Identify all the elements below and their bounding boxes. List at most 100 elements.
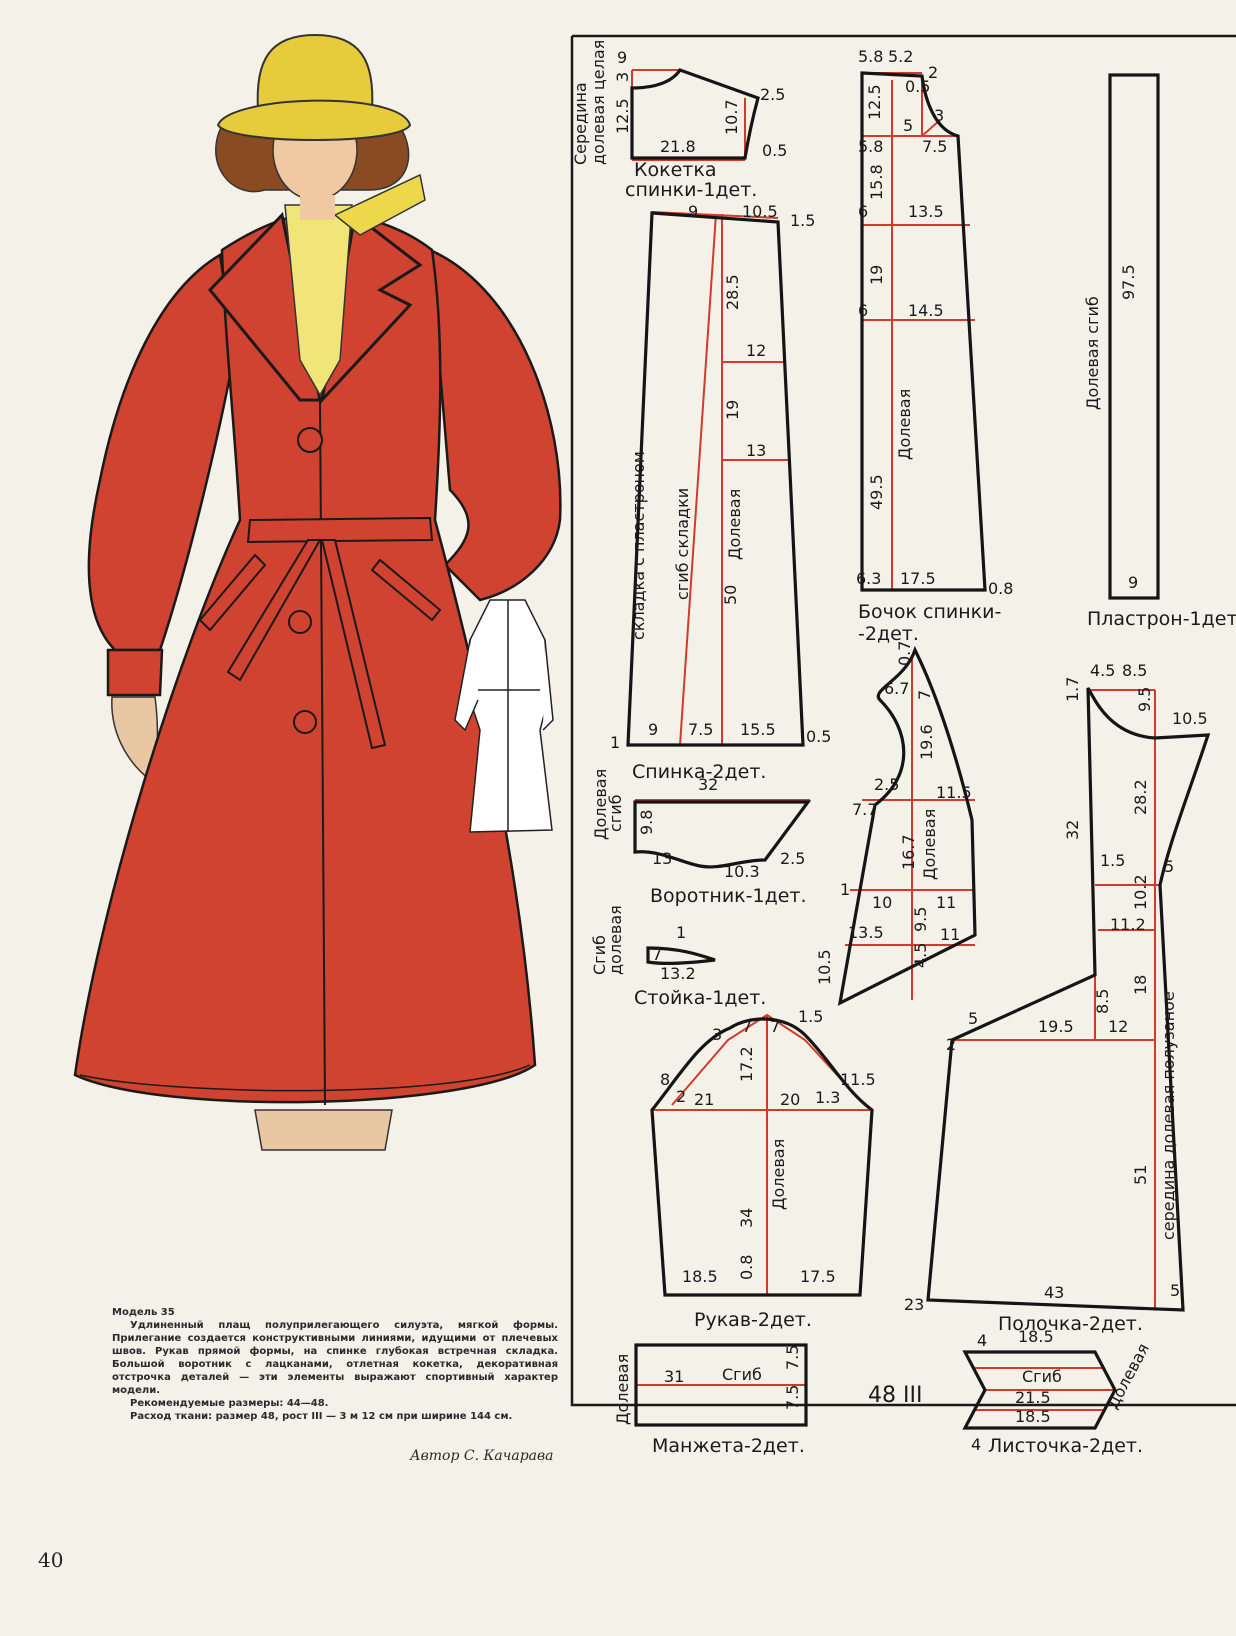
dimension-label: 13 bbox=[652, 849, 672, 868]
piece-title: спинки-1дет. bbox=[625, 179, 757, 201]
grain-annotation: Сгиб bbox=[590, 935, 609, 975]
dimension-label: 11.5 bbox=[840, 1070, 876, 1089]
dimension-label: 5 bbox=[903, 116, 913, 135]
dimension-label: 5.8 bbox=[858, 47, 883, 66]
dimension-label: 12.5 bbox=[613, 98, 632, 134]
piece-title: Бочок спинки- bbox=[858, 601, 1001, 623]
dimension-label: 4.5 bbox=[911, 943, 930, 968]
size-mark: 48 III bbox=[868, 1383, 922, 1408]
grain-annotation: сгиб bbox=[606, 795, 625, 832]
dimension-label: 19 bbox=[723, 400, 742, 420]
dimension-label: 28.2 bbox=[1131, 779, 1150, 815]
pattern-piece-front bbox=[926, 687, 1211, 1312]
dimension-label: 32 bbox=[1063, 820, 1082, 840]
dimension-label: 11.5 bbox=[936, 783, 972, 802]
dimension-label: 3 bbox=[712, 1025, 722, 1044]
dimension-label: 7 bbox=[652, 945, 662, 964]
model-description-block: Модель 35 Удлиненный плащ полуприлегающе… bbox=[112, 1306, 558, 1423]
grain-annotation: долевая bbox=[606, 905, 625, 975]
pattern-piece-cuff bbox=[634, 1343, 808, 1427]
dimension-label: 5.2 bbox=[888, 47, 913, 66]
dimension-label: 18.5 bbox=[1015, 1407, 1051, 1426]
button-icon bbox=[297, 427, 323, 453]
dimension-label: 6 bbox=[858, 301, 868, 320]
grain-annotation: Долевая bbox=[895, 389, 914, 460]
pattern-frame bbox=[570, 34, 1236, 1407]
dimension-label: 6 bbox=[858, 202, 868, 221]
dimension-label: 5.8 bbox=[858, 137, 883, 156]
dimension-label: 2 bbox=[928, 63, 938, 82]
dimension-label: 21.8 bbox=[660, 137, 696, 156]
dimension-label: 5 bbox=[1170, 1281, 1180, 1300]
dimension-label: 49.5 bbox=[867, 474, 886, 510]
dimension-label: 32 bbox=[698, 775, 718, 794]
dimension-label: 9.5 bbox=[911, 907, 930, 932]
author-credit: Автор С. Качарава bbox=[410, 1448, 554, 1464]
grain-annotation: Долевая bbox=[725, 489, 744, 560]
dimension-label: 13.2 bbox=[660, 964, 696, 983]
dimension-label: 17.2 bbox=[737, 1046, 756, 1082]
dimension-label: 7.5 bbox=[922, 137, 947, 156]
dimension-label: 12 bbox=[1108, 1017, 1128, 1036]
dimension-label: 1.5 bbox=[798, 1007, 823, 1026]
dimension-label: 9.8 bbox=[637, 810, 656, 835]
page-number: 40 bbox=[38, 1548, 64, 1572]
dimension-label: 9 bbox=[617, 48, 627, 67]
dimension-label: 0.8 bbox=[737, 1255, 756, 1280]
dimension-label: 3 bbox=[613, 72, 632, 82]
dimension-label: 5 bbox=[968, 1009, 978, 1028]
dimension-label: 7 bbox=[770, 1017, 780, 1036]
dimension-label: 43 bbox=[1044, 1283, 1064, 1302]
dimension-label: 9 bbox=[648, 720, 658, 739]
dimension-label: 8.5 bbox=[1093, 989, 1112, 1014]
button-icon bbox=[293, 710, 317, 734]
grain-annotation: Сгиб bbox=[722, 1365, 762, 1384]
dimension-label: 3 bbox=[934, 106, 944, 125]
dimension-label: 16.7 bbox=[899, 834, 918, 870]
dimension-label: 20 bbox=[780, 1090, 800, 1109]
dimension-label: 19 bbox=[867, 265, 886, 285]
dimension-label: 10 bbox=[872, 893, 892, 912]
dimension-label: 2.5 bbox=[874, 775, 899, 794]
grain-annotation: Долевая bbox=[591, 769, 610, 840]
grain-annotation: Долевая bbox=[920, 809, 939, 880]
dimension-label: 12.5 bbox=[865, 84, 884, 120]
dimension-label: 14.5 bbox=[908, 301, 944, 320]
dimension-label: 1.3 bbox=[815, 1088, 840, 1107]
coat-illustration bbox=[73, 33, 562, 1151]
dimension-label: 28.5 bbox=[723, 274, 742, 310]
pattern-piece-welt bbox=[962, 1350, 1117, 1430]
dimension-label: 4.5 bbox=[1090, 661, 1115, 680]
back-view-sketch bbox=[454, 599, 554, 833]
dimension-label: 0.7 bbox=[895, 641, 914, 666]
piece-title: Воротник-1дет. bbox=[650, 885, 807, 907]
dimension-label: 1 bbox=[676, 923, 686, 942]
dimension-label: 10.5 bbox=[1172, 709, 1208, 728]
dimension-label: 2 bbox=[676, 1087, 686, 1106]
dimension-label: 5 bbox=[1164, 857, 1174, 876]
grain-annotation: сгиб складки bbox=[673, 488, 692, 600]
pattern-piece-sleeve bbox=[650, 1013, 874, 1297]
dimension-label: 13 bbox=[746, 441, 766, 460]
dimension-label: 2.5 bbox=[760, 85, 785, 104]
dimension-label: 7.5 bbox=[783, 1345, 802, 1370]
grain-annotation: Середина bbox=[571, 82, 590, 165]
dimension-label: 13.5 bbox=[848, 923, 884, 942]
piece-title: -2дет. bbox=[858, 623, 919, 645]
dimension-label: 7 bbox=[742, 1017, 752, 1036]
dimension-label: 19.6 bbox=[917, 724, 936, 760]
dimension-label: 18 bbox=[1131, 975, 1150, 995]
dimension-label: 0.5 bbox=[806, 727, 831, 746]
dimension-label: 51 bbox=[1131, 1165, 1150, 1185]
dimension-label: 1.5 bbox=[790, 211, 815, 230]
fabric-consumption: Расход ткани: размер 48, рост III — 3 м … bbox=[130, 1411, 513, 1422]
pattern-piece-facing bbox=[837, 645, 977, 1006]
dimension-label: 10.2 bbox=[1131, 874, 1150, 910]
dimension-label: 6.7 bbox=[884, 679, 909, 698]
pattern-piece-back bbox=[626, 211, 805, 747]
dimension-label: 50 bbox=[721, 585, 740, 605]
dimension-label: 10.7 bbox=[722, 99, 741, 135]
piece-title: Листочка-2дет. bbox=[988, 1435, 1143, 1457]
recommended-sizes: Рекомендуемые размеры: 44—48. bbox=[130, 1398, 329, 1409]
